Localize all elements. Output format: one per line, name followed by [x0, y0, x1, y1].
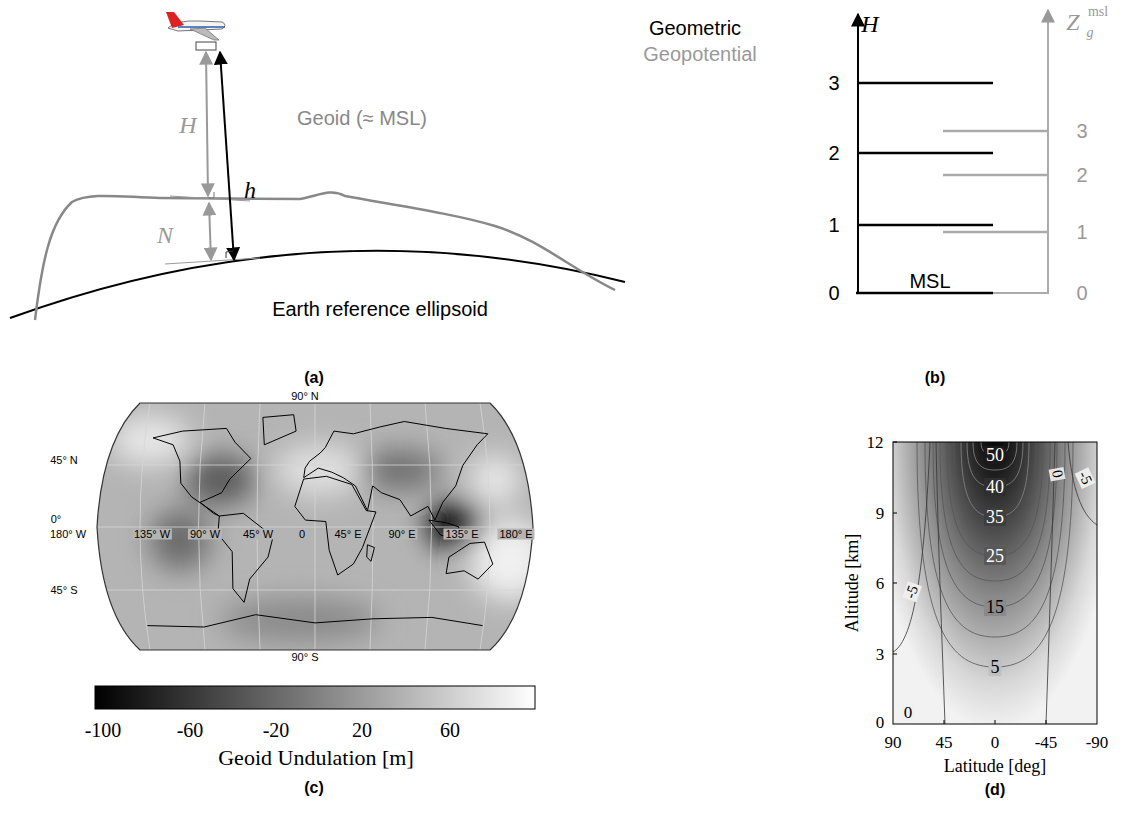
- contour-line: [933, 442, 1057, 607]
- graticule-label: 135° E: [443, 529, 480, 540]
- contour-line: [1046, 442, 1055, 724]
- contour-line: [893, 442, 930, 652]
- tick-label: 2: [828, 143, 839, 163]
- panel-letter: (b): [925, 370, 945, 386]
- tick-label: 1: [1076, 222, 1087, 242]
- tick-label: 6: [876, 575, 885, 592]
- tick-label: 1: [828, 215, 839, 235]
- graticule-label: 45° N: [50, 455, 78, 466]
- tick-label: 3: [876, 646, 885, 663]
- colorbar-tick: 20: [352, 720, 372, 740]
- contour-line: [961, 442, 1029, 517]
- graticule-label: 45° E: [332, 529, 363, 540]
- geoid-label: Geoid (≈ MSL): [297, 108, 427, 128]
- colorbar-tick: -100: [85, 720, 122, 740]
- tick-label: 90: [885, 734, 902, 751]
- undulation-symbol: N: [157, 223, 173, 247]
- tick-label: 0: [1076, 283, 1087, 303]
- contour-label: 50: [984, 446, 1006, 464]
- colorbar-tick: 60: [440, 720, 460, 740]
- tick-label: 12: [867, 434, 884, 451]
- graticule-label: 90° S: [291, 652, 318, 663]
- axis-superscript: msl: [1088, 5, 1108, 19]
- panel-letter: (c): [304, 780, 324, 796]
- graticule-label: 45° W: [241, 529, 275, 540]
- tick-label: 3: [828, 73, 839, 93]
- contour-line: [973, 442, 1017, 470]
- contour-label: 40: [984, 478, 1006, 496]
- graticule-label: 180° W: [50, 529, 86, 540]
- axis-title: Latitude [deg]: [944, 757, 1046, 775]
- coastline: [304, 422, 488, 521]
- coastline: [295, 476, 376, 575]
- coastline: [218, 513, 273, 602]
- tick-label: -45: [1035, 734, 1058, 751]
- panel-letter: (a): [304, 370, 324, 386]
- graticule-label: 90° N: [291, 391, 319, 402]
- contour-line: [954, 442, 1036, 537]
- tick-label: 3: [1076, 121, 1087, 141]
- tick-label: 45: [936, 734, 953, 751]
- colorbar-title: Geoid Undulation [m]: [218, 747, 414, 769]
- colorbar-tick: -60: [177, 720, 204, 740]
- graticule-label: 45° S: [50, 585, 77, 596]
- legend-text: Geometric: [649, 18, 741, 38]
- contour-label: 5: [989, 658, 1002, 676]
- colorbar-tick: -20: [263, 720, 290, 740]
- graticule-label: 90° W: [188, 529, 222, 540]
- panel-letter: (d): [985, 782, 1005, 798]
- graticule-label: 180° E: [497, 529, 534, 540]
- coastline: [263, 415, 296, 445]
- graticule-label: 90° E: [386, 529, 417, 540]
- tick-label: 2: [1076, 165, 1087, 185]
- contour-line: [940, 442, 1050, 581]
- contour-label: 0: [902, 704, 915, 721]
- contour-line: [947, 442, 1043, 556]
- tick-label: 0: [828, 283, 839, 303]
- graticule-label: 0°: [51, 514, 62, 525]
- ellipsoid-height-symbol: h: [244, 178, 256, 202]
- height-symbol: H: [179, 113, 196, 137]
- graticule-label: 135° W: [132, 529, 172, 540]
- tick-label: -90: [1086, 734, 1109, 751]
- tick-label: 0: [876, 714, 885, 731]
- tick-label: 0: [991, 734, 1000, 751]
- coastline: [153, 428, 251, 516]
- coastline: [147, 615, 482, 627]
- msl-label: MSL: [909, 271, 950, 291]
- legend-text: Geopotential: [643, 44, 756, 64]
- axis-title: Altitude [km]: [843, 534, 861, 632]
- axis-title: Z: [1066, 10, 1079, 34]
- contour-line: [1068, 442, 1097, 525]
- graticule-label: 0: [297, 529, 307, 540]
- contour-line: [925, 442, 1065, 637]
- axis-title: H: [861, 12, 878, 36]
- tick-label: 9: [876, 505, 885, 522]
- contour-label: 15: [984, 598, 1006, 616]
- contour-line: [936, 442, 945, 724]
- contour-label: 35: [984, 508, 1006, 526]
- ellipsoid-label: Earth reference ellipsoid: [272, 299, 488, 319]
- axis-subscript: g: [1087, 26, 1094, 40]
- coastline: [446, 542, 493, 579]
- contour-label: 25: [984, 547, 1006, 565]
- contour-line: [917, 442, 1073, 667]
- coastline: [367, 545, 375, 562]
